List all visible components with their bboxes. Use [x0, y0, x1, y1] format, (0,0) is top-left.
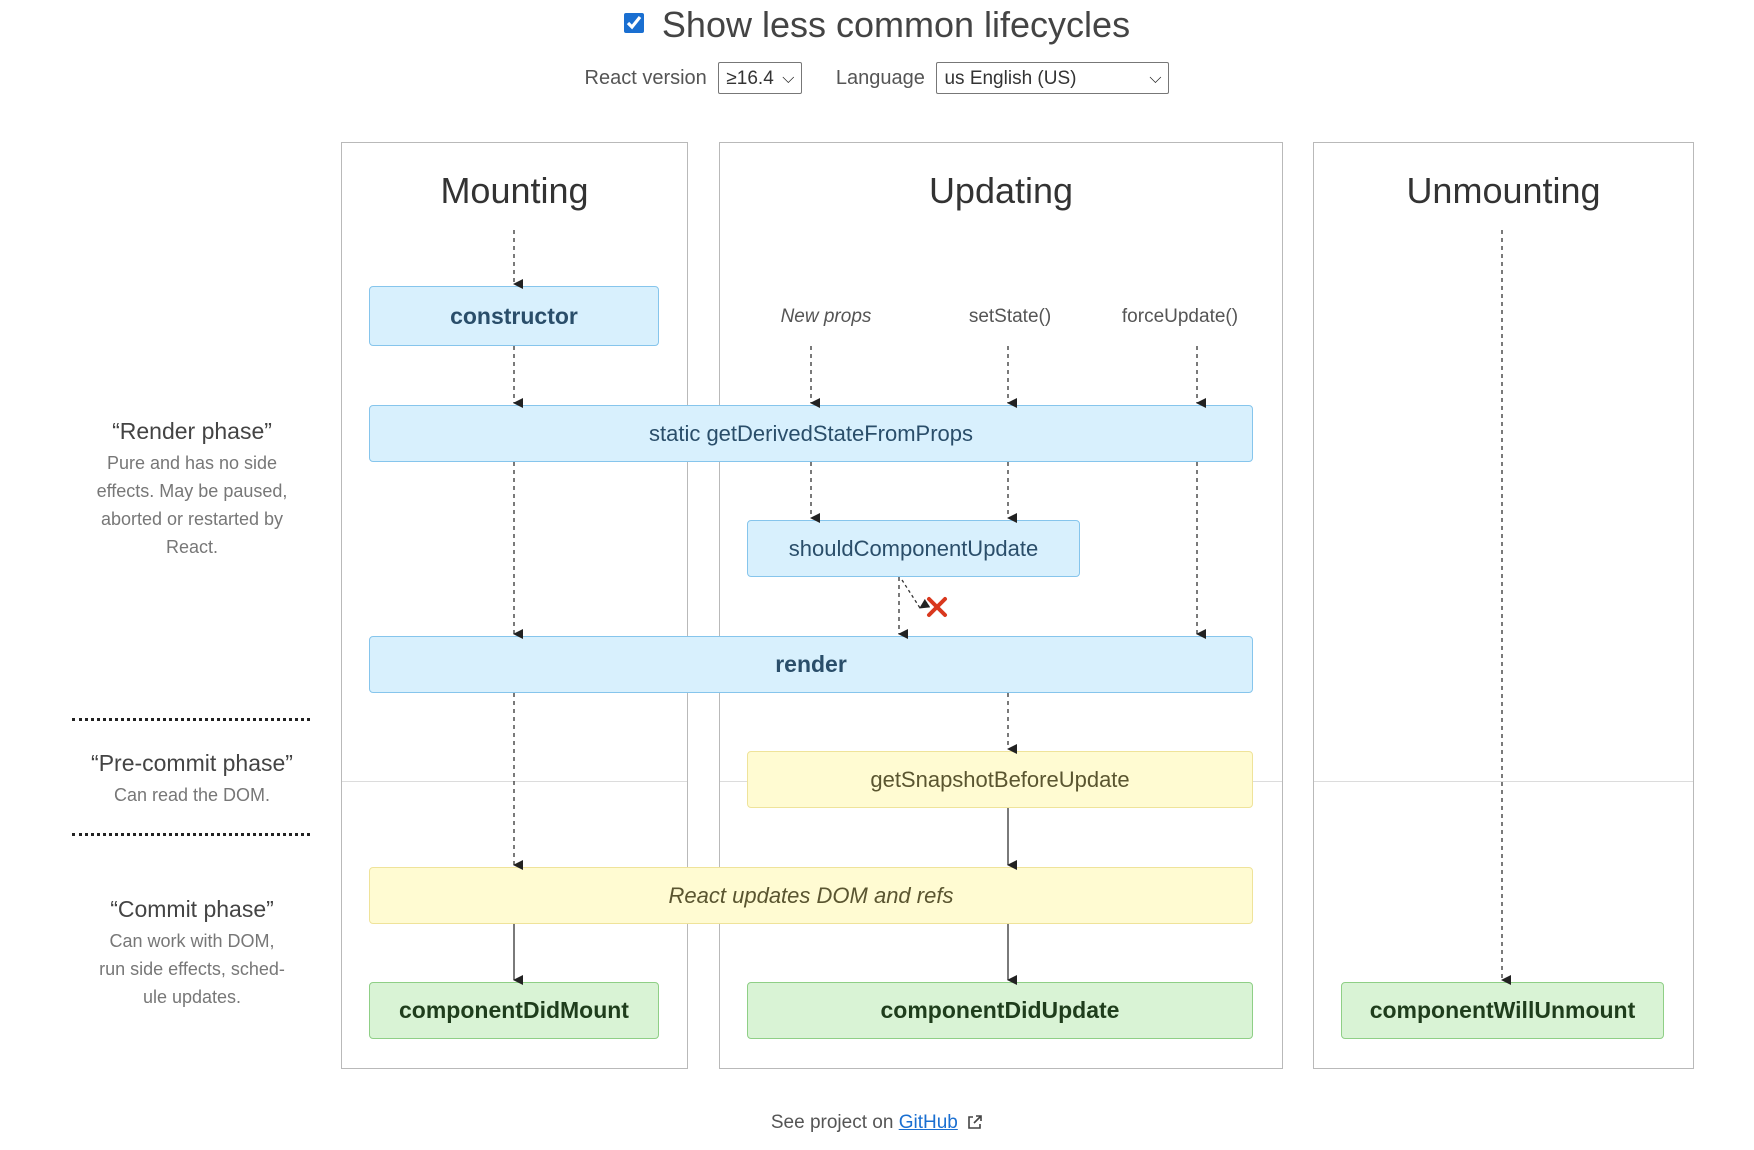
- commit-phase-title: “Commit phase”: [110, 896, 274, 922]
- precommit-phase-title: “Pre-commit phase”: [91, 750, 293, 776]
- chevron-down-icon: ⌵: [1149, 70, 1162, 87]
- react-version-select[interactable]: ≥16.4 ⌵: [718, 62, 803, 94]
- language-select[interactable]: us English (US) ⌵: [936, 62, 1170, 94]
- commit-desc-line: run side effects, sched-: [99, 959, 285, 979]
- external-link-icon[interactable]: [967, 1114, 983, 1136]
- footer: See project on GitHub: [0, 1112, 1754, 1136]
- commit-phase-desc: Can work with DOM, run side effects, sch…: [72, 927, 312, 1011]
- phase-separator: [72, 833, 310, 836]
- react-version-label: React version: [584, 66, 707, 89]
- react-updates-dom-node[interactable]: React updates DOM and refs: [369, 867, 1253, 924]
- render-desc-line: React.: [165, 537, 219, 557]
- cancel-x-icon: [927, 597, 947, 617]
- render-node[interactable]: render: [369, 636, 1253, 693]
- trigger-force-update: forceUpdate(): [1121, 306, 1239, 327]
- get-derived-state-node[interactable]: static getDerivedStateFromProps: [369, 405, 1253, 462]
- language-value: us English (US): [944, 68, 1077, 89]
- controls-bar: Show less common lifecycles React versio…: [0, 0, 1754, 110]
- component-did-update-node[interactable]: componentDidUpdate: [747, 982, 1253, 1039]
- show-less-common-checkbox[interactable]: [623, 13, 644, 33]
- chevron-down-icon: ⌵: [782, 70, 795, 87]
- render-phase-label: “Render phase” Pure and has no side effe…: [72, 418, 312, 561]
- precommit-phase-desc: Can read the DOM.: [113, 785, 271, 805]
- should-component-update-node[interactable]: shouldComponentUpdate: [747, 520, 1080, 577]
- render-desc-line: Pure and has no side: [106, 453, 278, 473]
- select-row: React version ≥16.4 ⌵ Language us Englis…: [0, 62, 1754, 94]
- commit-desc-line: Can work with DOM,: [109, 931, 275, 951]
- trigger-new-props: New props: [780, 306, 872, 327]
- show-less-common-label[interactable]: Show less common lifecycles: [661, 4, 1131, 45]
- github-link[interactable]: GitHub: [898, 1112, 958, 1133]
- render-phase-title: “Render phase”: [112, 418, 272, 444]
- phase-boundary-line: [1314, 781, 1693, 782]
- language-label: Language: [835, 66, 925, 89]
- trigger-set-state: setState(): [968, 306, 1052, 327]
- react-version-value: ≥16.4: [726, 68, 774, 89]
- unmounting-column: [1313, 142, 1694, 1069]
- precommit-phase-label: “Pre-commit phase” Can read the DOM.: [72, 750, 312, 809]
- render-desc-line: aborted or restarted by: [100, 509, 284, 529]
- less-common-toggle-row: Show less common lifecycles: [0, 4, 1754, 46]
- get-snapshot-node[interactable]: getSnapshotBeforeUpdate: [747, 751, 1253, 808]
- commit-desc-line: ule updates.: [142, 987, 242, 1007]
- constructor-node[interactable]: constructor: [369, 286, 659, 346]
- render-phase-desc: Pure and has no side effects. May be pau…: [72, 449, 312, 561]
- component-will-unmount-node[interactable]: componentWillUnmount: [1341, 982, 1664, 1039]
- footer-prefix: See project on: [770, 1112, 894, 1133]
- component-did-mount-node[interactable]: componentDidMount: [369, 982, 659, 1039]
- arrow-scu-cancel: [901, 579, 931, 609]
- unmounting-title: Unmounting: [1406, 170, 1601, 211]
- mounting-title: Mounting: [440, 170, 589, 211]
- render-desc-line: effects. May be paused,: [96, 481, 288, 501]
- updating-title: Updating: [928, 170, 1074, 211]
- commit-phase-label: “Commit phase” Can work with DOM, run si…: [72, 896, 312, 1011]
- phase-separator: [72, 718, 310, 721]
